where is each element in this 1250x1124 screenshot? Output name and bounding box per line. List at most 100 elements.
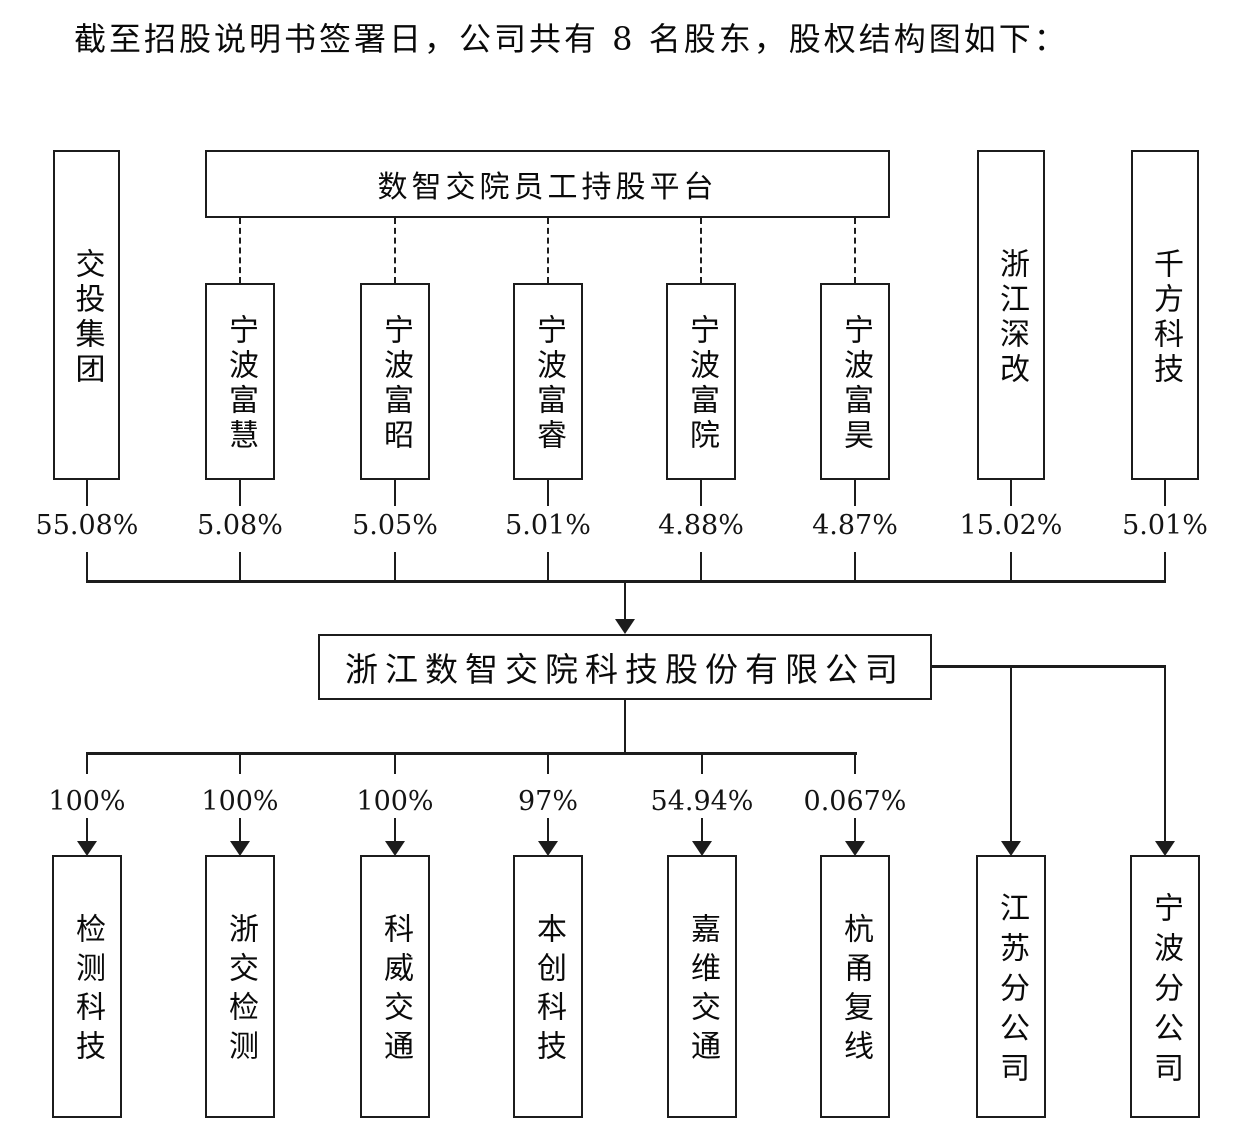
subsidiary-box-zhejiao-jiance: 浙交检测 <box>205 855 275 1118</box>
shareholder-box-ningbo-fuhui: 宁波富慧 <box>205 283 275 480</box>
ownership-pct: 97% <box>517 786 578 817</box>
employee-platform-box: 数智交院员工持股平台 <box>205 150 890 218</box>
dashed-connector <box>547 218 549 283</box>
shareholder-box-ningbo-furui: 宁波富睿 <box>513 283 583 480</box>
ownership-pct: 54.94% <box>650 786 754 817</box>
shareholder-box-ningbo-fuzhao: 宁波富昭 <box>360 283 430 480</box>
arrowhead-down <box>77 841 97 856</box>
connector-stub <box>86 752 88 774</box>
company-name: 浙江数智交院科技股份有限公司 <box>345 650 905 689</box>
connector-stub <box>1164 552 1166 582</box>
diagram-caption: 截至招股说明书签署日，公司共有 8 名股东，股权结构图如下： <box>74 20 1069 58</box>
connector-line <box>547 818 549 844</box>
connector-stub <box>700 480 702 506</box>
ownership-pct: 5.08% <box>197 510 283 541</box>
connector-line <box>701 818 703 844</box>
branch-box-ningbo: 宁波分公司 <box>1130 855 1200 1118</box>
connector-stub <box>1164 480 1166 506</box>
ownership-pct: 5.05% <box>352 510 438 541</box>
subsidiary-name: 浙交检测 <box>223 913 258 1069</box>
connector-stub <box>86 480 88 506</box>
shareholder-name: 宁波富昭 <box>378 314 413 454</box>
arrowhead-down <box>845 841 865 856</box>
company-box: 浙江数智交院科技股份有限公司 <box>318 634 932 700</box>
subsidiary-name: 检测科技 <box>70 913 105 1069</box>
ownership-pct: 5.01% <box>1122 510 1208 541</box>
connector-bus-bottom <box>86 752 857 755</box>
dashed-connector <box>700 218 702 283</box>
platform-label: 数智交院员工持股平台 <box>377 170 718 205</box>
connector-stub <box>394 480 396 506</box>
ownership-pct: 15.02% <box>959 510 1063 541</box>
subsidiary-box-jiance-tech: 检测科技 <box>52 855 122 1118</box>
branch-box-jiangsu: 江苏分公司 <box>976 855 1046 1118</box>
connector-line <box>394 818 396 844</box>
connector-line <box>1164 665 1166 843</box>
branch-name: 宁波分公司 <box>1148 891 1183 1092</box>
connector-stub <box>239 480 241 506</box>
connector-line <box>86 818 88 844</box>
dashed-connector <box>854 218 856 283</box>
ownership-pct: 4.87% <box>812 510 898 541</box>
ownership-pct: 100% <box>48 786 126 817</box>
arrowhead-down <box>538 841 558 856</box>
connector-line <box>1010 665 1012 843</box>
subsidiary-box-benchuang-tech: 本创科技 <box>513 855 583 1118</box>
connector-line-branches <box>932 665 1166 668</box>
shareholder-name: 交投集团 <box>69 247 105 388</box>
ownership-pct: 100% <box>201 786 279 817</box>
ownership-pct: 4.88% <box>658 510 744 541</box>
connector-line <box>854 818 856 844</box>
shareholder-name: 宁波富院 <box>684 314 719 454</box>
shareholder-name: 宁波富慧 <box>223 314 258 454</box>
connector-bus-top <box>86 580 1166 583</box>
ownership-pct: 100% <box>356 786 434 817</box>
shareholder-box-ningbo-fuyuan: 宁波富院 <box>666 283 736 480</box>
ownership-pct: 5.01% <box>505 510 591 541</box>
ownership-pct: 55.08% <box>35 510 139 541</box>
subsidiary-box-kewei-jiaotong: 科威交通 <box>360 855 430 1118</box>
shareholder-name: 浙江深改 <box>994 247 1029 388</box>
connector-stub <box>854 480 856 506</box>
subsidiary-box-hangyong-fuxian: 杭甬复线 <box>820 855 890 1118</box>
connector-stub <box>547 552 549 582</box>
subsidiary-name: 本创科技 <box>531 913 566 1069</box>
connector-stub <box>854 552 856 582</box>
shareholder-box-qianfang-tech: 千方科技 <box>1131 150 1199 480</box>
shareholder-name: 千方科技 <box>1148 247 1183 388</box>
connector-stub <box>701 752 703 774</box>
shareholder-name: 宁波富睿 <box>531 314 566 454</box>
connector-stub <box>1010 480 1012 506</box>
shareholder-name: 宁波富昊 <box>838 314 873 454</box>
shareholder-box-ningbo-fuhao: 宁波富昊 <box>820 283 890 480</box>
dashed-connector <box>239 218 241 283</box>
subsidiary-name: 杭甬复线 <box>838 913 873 1069</box>
arrowhead-down <box>385 841 405 856</box>
connector-stub <box>854 752 856 774</box>
connector-stub <box>1010 552 1012 582</box>
arrowhead-down <box>230 841 250 856</box>
connector-stub <box>547 480 549 506</box>
connector-line <box>239 818 241 844</box>
connector-stub <box>547 752 549 774</box>
arrowhead-down <box>1001 841 1021 856</box>
connector-stub <box>394 752 396 774</box>
arrowhead-down <box>692 841 712 856</box>
connector-stub <box>394 552 396 582</box>
connector-stub <box>239 752 241 774</box>
shareholder-box-zhejiang-shengai: 浙江深改 <box>977 150 1045 480</box>
shareholder-box-jiaotou-group: 交投集团 <box>53 150 120 480</box>
arrowhead-down <box>1155 841 1175 856</box>
connector-stub <box>239 552 241 582</box>
connector-line <box>624 700 626 754</box>
branch-name: 江苏分公司 <box>994 891 1029 1092</box>
subsidiary-name: 科威交通 <box>378 913 413 1069</box>
connector-stub <box>86 552 88 582</box>
arrowhead-down <box>615 619 635 634</box>
ownership-pct: 0.067% <box>803 786 907 817</box>
subsidiary-name: 嘉维交通 <box>685 913 720 1069</box>
connector-stub <box>700 552 702 582</box>
subsidiary-box-jiawei-jiaotong: 嘉维交通 <box>667 855 737 1118</box>
dashed-connector <box>394 218 396 283</box>
